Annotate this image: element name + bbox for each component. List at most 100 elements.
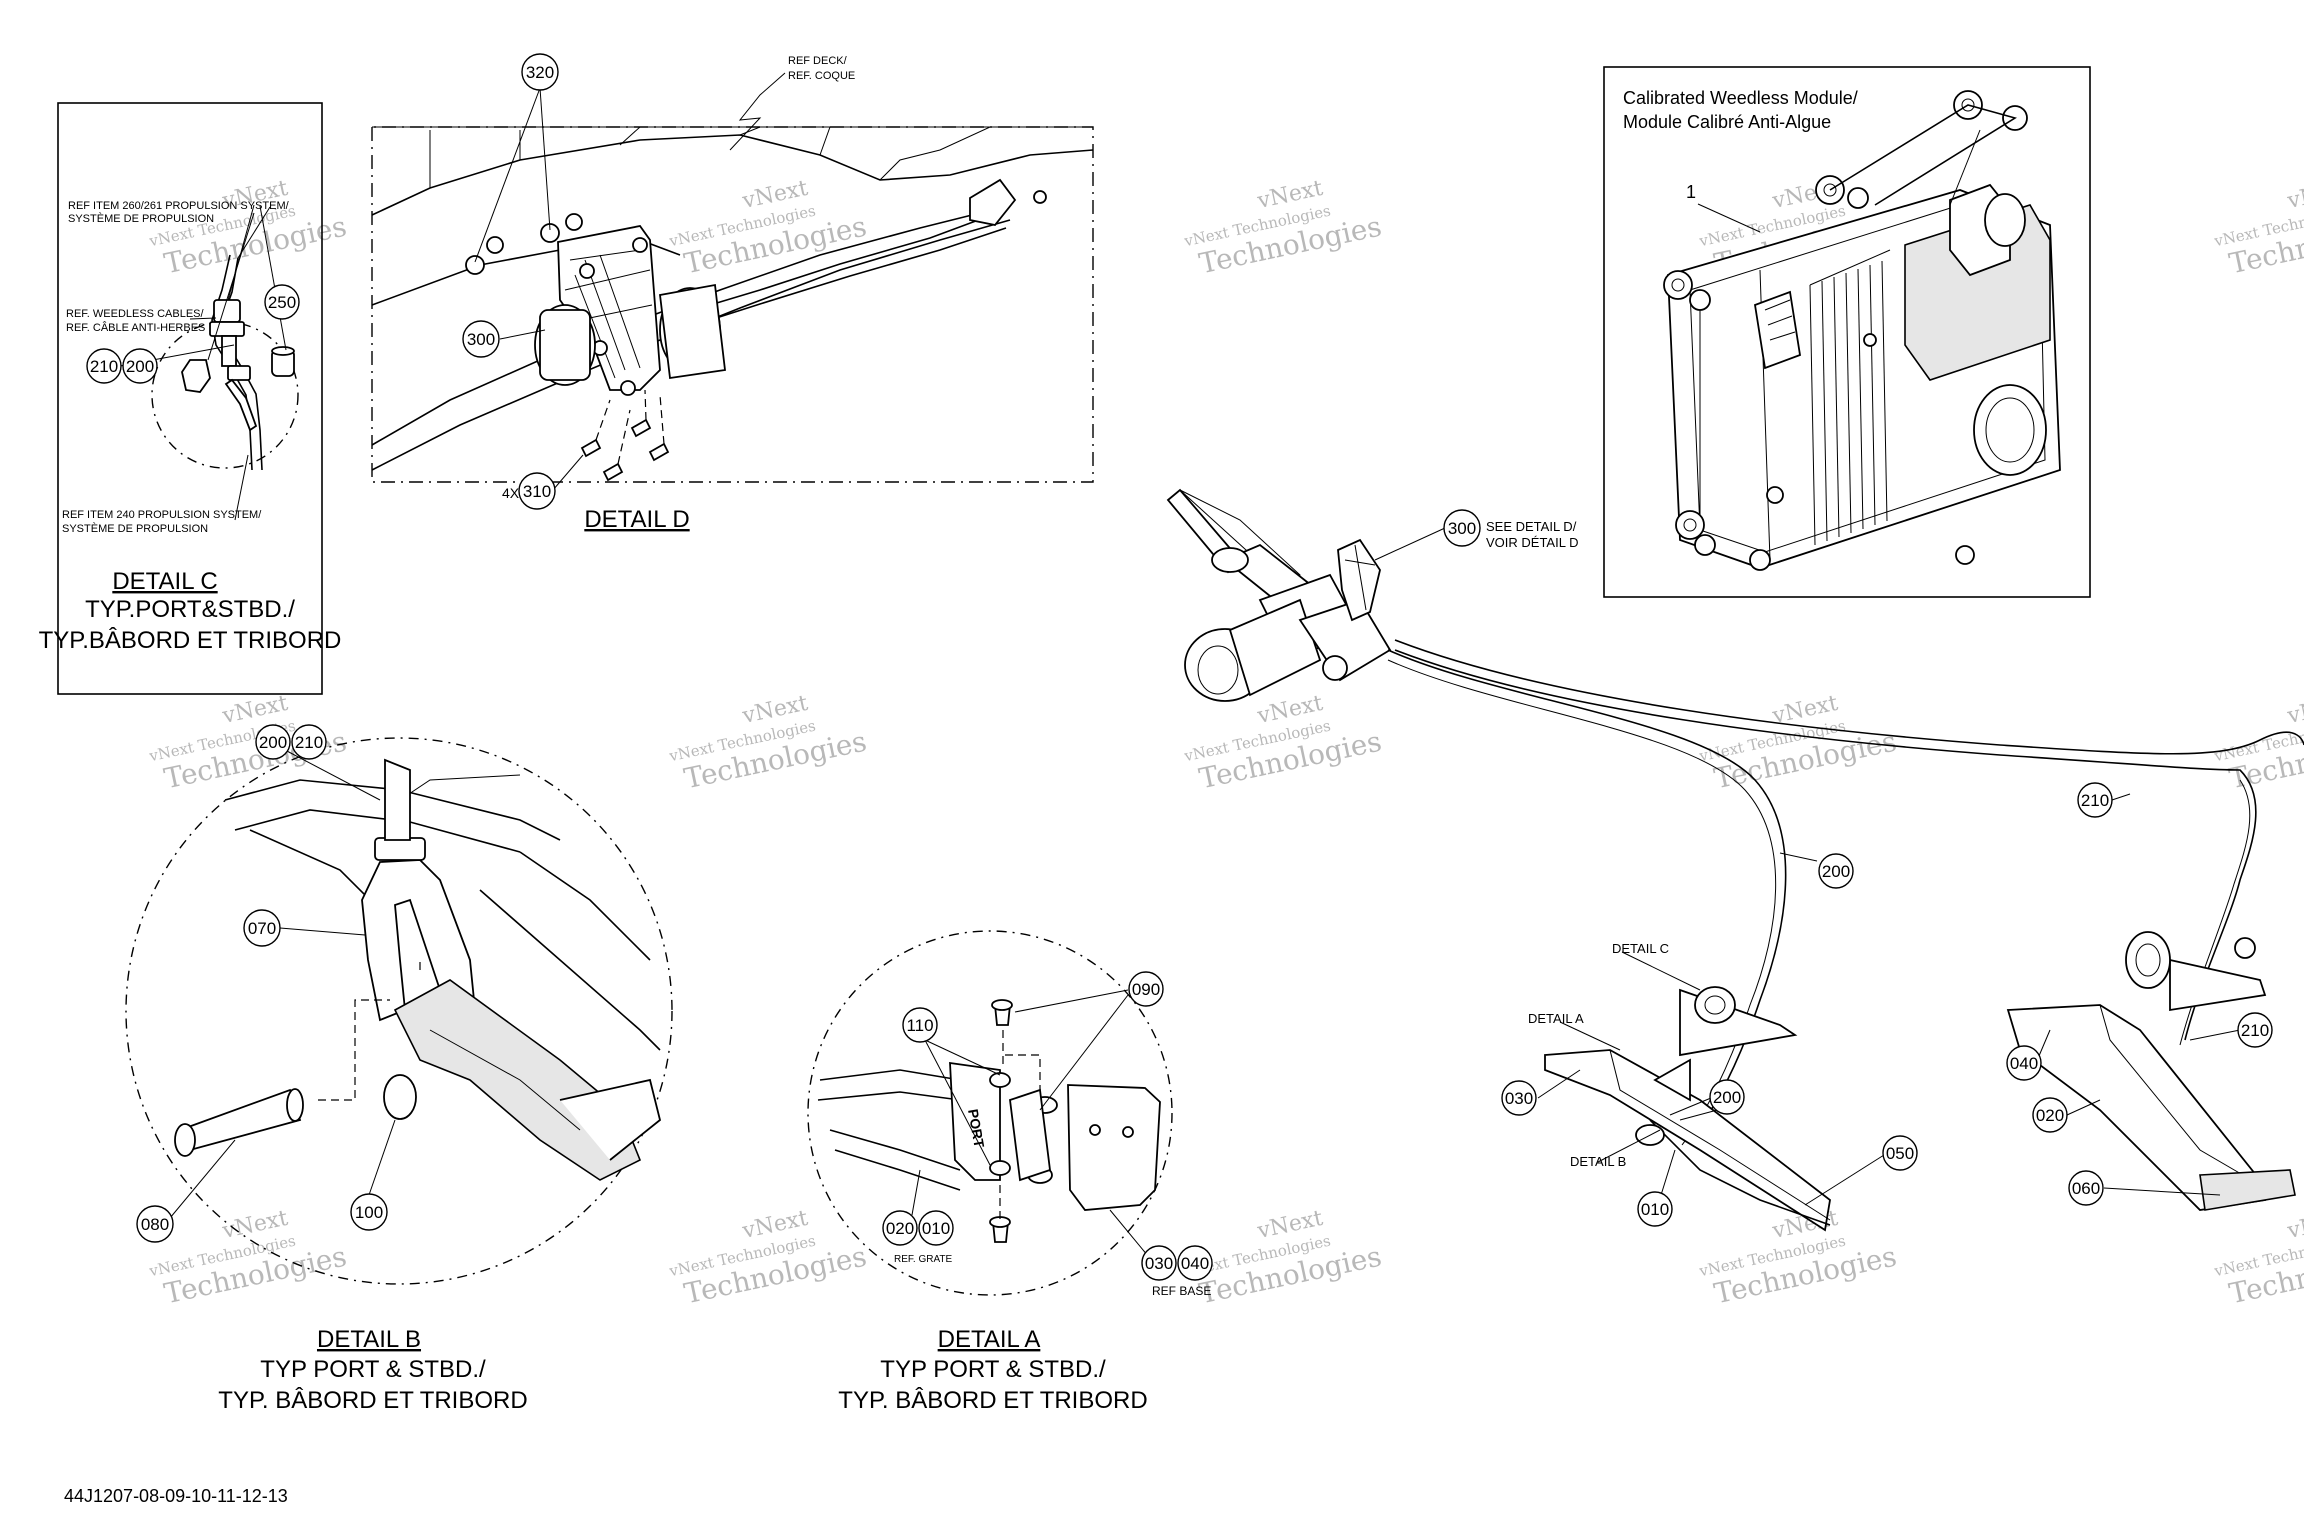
detail-a-view: PORT DETAIL A TYP PORT & STBD./ TYP. BÂB… [807, 930, 1213, 1414]
svg-text:200: 200 [1713, 1088, 1741, 1107]
callout-300-main: 300 [1443, 509, 1481, 547]
module-item-number: 1 [1686, 182, 1696, 202]
module-title-line1: Calibrated Weedless Module/ [1623, 88, 1858, 108]
ref-deck-line2: REF. COQUE [788, 70, 855, 82]
svg-text:200: 200 [259, 733, 287, 752]
svg-text:040: 040 [1181, 1254, 1209, 1273]
main-detail-a-ref: DETAIL A [1528, 1011, 1584, 1026]
svg-text:310: 310 [523, 482, 551, 501]
callout-200-lower: 200 [1709, 1079, 1745, 1115]
detail-b-typ-line1: TYP PORT & STBD./ [260, 1356, 486, 1383]
detail-b-view: DETAIL B TYP PORT & STBD./ TYP. BÂBORD E… [125, 724, 673, 1414]
detail-b-typ-line2: TYP. BÂBORD ET TRIBORD [218, 1387, 527, 1414]
callout-210-lower: 210 [2237, 1012, 2273, 1048]
callout-200-detail-b: 200 [255, 724, 291, 760]
svg-text:090: 090 [1132, 980, 1160, 999]
ref-deck-line1: REF DECK/ [788, 55, 848, 67]
svg-text:030: 030 [1145, 1254, 1173, 1273]
callout-060-main: 060 [2068, 1170, 2104, 1206]
svg-text:080: 080 [141, 1215, 169, 1234]
svg-text:050: 050 [1886, 1144, 1914, 1163]
detail-c-typ-line1: TYP.PORT&STBD./ [85, 596, 295, 623]
svg-text:200: 200 [126, 357, 154, 376]
main-assembly-view: SEE DETAIL D/ VOIR DÉTAIL D DETAIL C DET… [1166, 488, 2304, 1232]
svg-text:210: 210 [2081, 791, 2109, 810]
ref-propulsion-bottom-line1: REF ITEM 240 PROPULSION SYSTEM/ [62, 509, 262, 521]
callout-320: 320 [521, 53, 559, 91]
svg-text:200: 200 [1822, 862, 1850, 881]
main-detail-b-ref: DETAIL B [1570, 1154, 1626, 1169]
callout-030-detail-a: 030 [1141, 1245, 1177, 1281]
callout-020-detail-a: 020 [882, 1210, 918, 1246]
svg-text:020: 020 [886, 1219, 914, 1238]
svg-text:300: 300 [1448, 519, 1476, 538]
detail-d-view: REF DECK/ REF. COQUE DETAIL D 4X 320 300… [371, 53, 1094, 533]
callout-250: 250 [264, 284, 300, 320]
callout-090: 090 [1128, 971, 1164, 1007]
callout-040-main: 040 [2006, 1045, 2042, 1081]
svg-text:210: 210 [295, 733, 323, 752]
svg-text:070: 070 [248, 919, 276, 938]
svg-text:030: 030 [1505, 1089, 1533, 1108]
detail-b-title: DETAIL B [317, 1326, 421, 1353]
callout-310: 310 [518, 472, 556, 510]
svg-text:010: 010 [922, 1219, 950, 1238]
callout-210: 210 [86, 348, 122, 384]
ref-grate: REF. GRATE [894, 1254, 952, 1265]
callout-210-main: 210 [2077, 782, 2113, 818]
ref-cables-line1: REF. WEEDLESS CABLES/ [66, 308, 204, 320]
watermark-top: vNext [2284, 691, 2304, 729]
callout-110: 110 [902, 1007, 938, 1043]
ref-propulsion-bottom-line2: SYSTÈME DE PROPULSION [62, 522, 208, 535]
ref-cables-line2: REF. CÂBLE ANTI-HERBES [66, 321, 205, 334]
drawing-code: 44J1207-08-09-10-11-12-13 [64, 1486, 288, 1506]
svg-text:020: 020 [2036, 1106, 2064, 1125]
svg-text:100: 100 [355, 1203, 383, 1222]
svg-text:060: 060 [2072, 1179, 2100, 1198]
callout-200-main: 200 [1818, 853, 1854, 889]
callout-010-detail-a: 010 [918, 1210, 954, 1246]
ref-base: REF BASE [1152, 1284, 1211, 1298]
detail-c-title: DETAIL C [112, 568, 217, 595]
detail-c-panel: REF ITEM 260/261 PROPULSION SYSTEM/ SYST… [39, 102, 342, 695]
callout-040-detail-a: 040 [1177, 1245, 1213, 1281]
callout-080: 080 [136, 1205, 174, 1243]
svg-text:210: 210 [90, 357, 118, 376]
watermark-top: vNext [2284, 1206, 2304, 1244]
callout-300: 300 [462, 320, 500, 358]
svg-text:210: 210 [2241, 1021, 2269, 1040]
svg-text:040: 040 [2010, 1054, 2038, 1073]
svg-text:320: 320 [526, 63, 554, 82]
svg-text:300: 300 [467, 330, 495, 349]
callout-030-main: 030 [1501, 1080, 1537, 1116]
see-detail-d-line2: VOIR DÉTAIL D [1486, 535, 1578, 550]
detail-c-typ-line2: TYP.BÂBORD ET TRIBORD [39, 627, 342, 654]
svg-text:010: 010 [1641, 1200, 1669, 1219]
watermark-top: vNext [2284, 176, 2304, 214]
callout-070: 070 [243, 909, 281, 947]
detail-a-typ-line1: TYP PORT & STBD./ [880, 1356, 1106, 1383]
weedless-module-panel: Calibrated Weedless Module/ Module Calib… [1603, 66, 2091, 598]
main-detail-c-ref: DETAIL C [1612, 941, 1669, 956]
detail-d-title: DETAIL D [584, 506, 689, 533]
callout-010-main: 010 [1637, 1191, 1673, 1227]
ref-propulsion-top-line2: SYSTÈME DE PROPULSION [68, 212, 214, 225]
callout-210-detail-b: 210 [291, 724, 327, 760]
detail-a-typ-line2: TYP. BÂBORD ET TRIBORD [838, 1387, 1147, 1414]
svg-text:250: 250 [268, 293, 296, 312]
callout-020-main: 020 [2032, 1097, 2068, 1133]
callout-200: 200 [122, 348, 158, 384]
module-title-line2: Module Calibré Anti-Algue [1623, 112, 1831, 132]
svg-text:110: 110 [906, 1016, 933, 1035]
qty-310: 4X [502, 485, 520, 501]
port-mark: PORT [965, 1108, 988, 1150]
callout-100: 100 [350, 1193, 388, 1231]
